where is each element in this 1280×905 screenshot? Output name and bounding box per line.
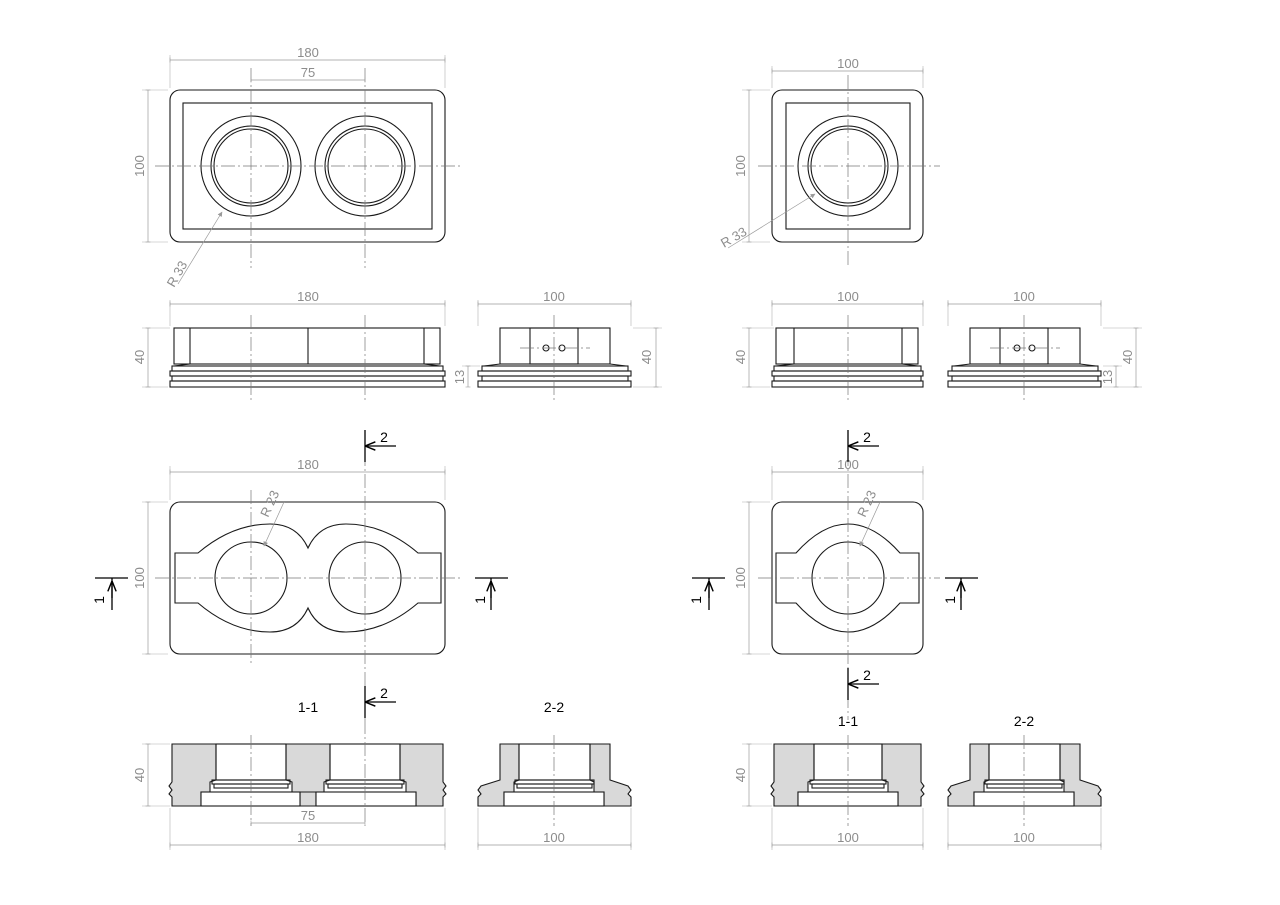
dim-s-elev-height: 40	[733, 350, 748, 364]
dim-elev-width: 180	[297, 289, 319, 304]
double-elevation-front: 180 40	[132, 289, 446, 400]
dim-s-side-width: 100	[1013, 289, 1035, 304]
single-section-2-2: 2-2 100	[947, 713, 1102, 850]
dim-top-spacing: 75	[301, 65, 315, 80]
dim-s-elev-width: 100	[837, 289, 859, 304]
s-cut1-left-label: 1	[688, 596, 704, 604]
dim-side-height: 40	[639, 350, 654, 364]
double-plan-top: 180 75 100 R 33	[132, 45, 460, 290]
dim-s-bot-width: 100	[837, 457, 859, 472]
single-elevation-side: 100 40 13	[947, 289, 1142, 400]
dim-s-side-height: 40	[1120, 350, 1135, 364]
dim-top-width: 180	[297, 45, 319, 60]
dim-bot-width: 180	[297, 457, 319, 472]
dim-s-top-depth: 100	[733, 155, 748, 177]
double-section-2-2: 2-2 100	[477, 699, 632, 850]
double-section-1-1: 1-1 40 75 180	[132, 699, 447, 850]
dim-side-step: 13	[452, 370, 467, 384]
double-plan-bottom: 180 100 R 23 1 1 2 2	[91, 429, 508, 720]
single-plan-top: 100 100 R 33	[718, 56, 940, 268]
cut2-top-label: 2	[380, 429, 388, 445]
section-1-1-title: 1-1	[298, 699, 318, 715]
dim-top-radius: R 33	[164, 258, 191, 289]
cut1-right-label: 1	[472, 596, 488, 604]
dim-s-side-step: 13	[1100, 370, 1115, 384]
dim-s-bot-depth: 100	[733, 567, 748, 589]
dim-s11-height: 40	[132, 768, 147, 782]
dim-s11-width: 180	[297, 830, 319, 845]
dim-s-s11-width: 100	[837, 830, 859, 845]
dim-s-s22-width: 100	[1013, 830, 1035, 845]
single-section-1-1: 1-1 40 100	[733, 713, 925, 850]
dim-s-s11-height: 40	[733, 768, 748, 782]
dim-s11-spacing: 75	[301, 808, 315, 823]
s-cut2-top-label: 2	[863, 429, 871, 445]
dim-elev-height: 40	[132, 350, 147, 364]
single-elevation-front: 100 40	[733, 289, 924, 400]
dim-top-depth: 100	[132, 155, 147, 177]
dim-s-top-width: 100	[837, 56, 859, 71]
dim-s-top-radius: R 33	[718, 224, 749, 251]
dim-side-width: 100	[543, 289, 565, 304]
s-cut2-bottom-label: 2	[863, 667, 871, 683]
cut1-left-label: 1	[91, 596, 107, 604]
dim-s22-width: 100	[543, 830, 565, 845]
double-elevation-side: 100 40 13	[452, 289, 662, 400]
s-section-2-2-title: 2-2	[1014, 713, 1034, 729]
single-plan-bottom: 100 100 R 23 1 1 2 2	[688, 429, 978, 720]
dim-bot-depth: 100	[132, 567, 147, 589]
section-2-2-title: 2-2	[544, 699, 564, 715]
cut2-bottom-label: 2	[380, 685, 388, 701]
dim-s-bot-radius: R 23	[854, 488, 879, 519]
s-cut1-right-label: 1	[942, 596, 958, 604]
s-section-1-1-title: 1-1	[838, 713, 858, 729]
